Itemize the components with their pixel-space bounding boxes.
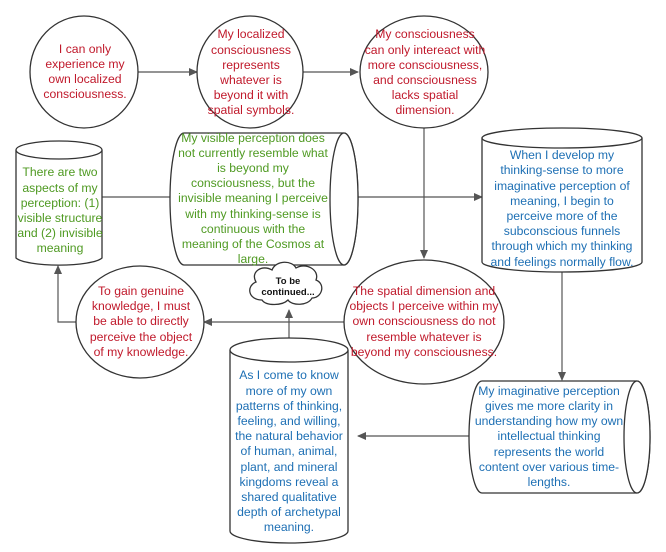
node-n5-text: My visible perception does not currently… (178, 130, 328, 267)
node-n10-text: As I come to know more of my own pattern… (235, 368, 343, 535)
node-n3-shape (359, 15, 489, 129)
node-n10-shape (229, 337, 349, 544)
node-n9-shape (343, 259, 505, 385)
node-n2-shape (196, 15, 304, 129)
node-n2-text: My localized consciousness represents wh… (207, 27, 295, 118)
node-n7-shape (75, 265, 205, 379)
node-n9-text: The spatial dimension and objects I perc… (349, 283, 499, 359)
arrow-n7-to-n4 (54, 265, 76, 323)
node-n4-shape (15, 140, 103, 266)
node-n6-text: When I develop my thinking-sense to more… (490, 148, 634, 269)
node-n3-text: My consciousness can only intereact with… (364, 27, 486, 118)
node-n4-text: There are two aspects of my perception: … (17, 165, 103, 256)
node-n5-shape (169, 132, 359, 266)
node-n8-text: To be continued... (261, 276, 315, 298)
node-n6-shape (481, 127, 643, 273)
node-n1-shape (29, 15, 139, 129)
node-n11-text: My imaginative perception gives me more … (474, 383, 624, 490)
node-n1-text: I can only experience my own localized c… (43, 41, 127, 102)
node-n11-shape (468, 380, 651, 494)
node-n8-shape (249, 261, 323, 306)
node-n7-text: To gain genuine knowledge, I must be abl… (89, 284, 193, 359)
